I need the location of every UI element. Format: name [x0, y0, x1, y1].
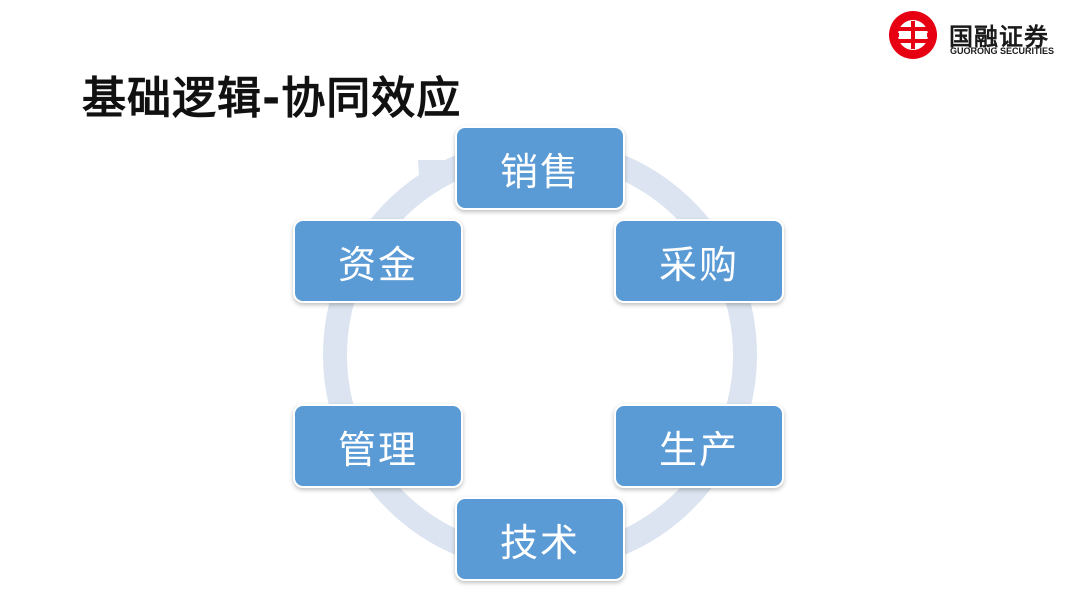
cycle-node-capital: 资金: [293, 219, 463, 303]
node-label: 资金: [337, 242, 418, 287]
node-label: 采购: [658, 242, 739, 287]
logo-name-en: GUORONG SECURITIES: [950, 46, 1055, 56]
node-label: 管理: [337, 427, 418, 472]
node-label: 技术: [499, 520, 580, 565]
logo-name-cn: 国融证券: [949, 23, 1049, 51]
node-label: 生产: [658, 427, 739, 472]
cycle-node-procurement: 采购: [614, 219, 784, 303]
cycle-node-technology: 技术: [455, 497, 625, 581]
page-title: 基础逻辑-协同效应: [82, 73, 462, 124]
guorong-logo-mark-icon: [889, 11, 937, 59]
cycle-node-sales: 销售: [455, 126, 625, 210]
node-label: 销售: [499, 149, 580, 194]
company-logo: 国融证券 GUORONG SECURITIES: [886, 8, 1076, 62]
cycle-arrowhead-icon: [418, 160, 453, 192]
cycle-node-production: 生产: [614, 404, 784, 488]
cycle-node-management: 管理: [293, 404, 463, 488]
